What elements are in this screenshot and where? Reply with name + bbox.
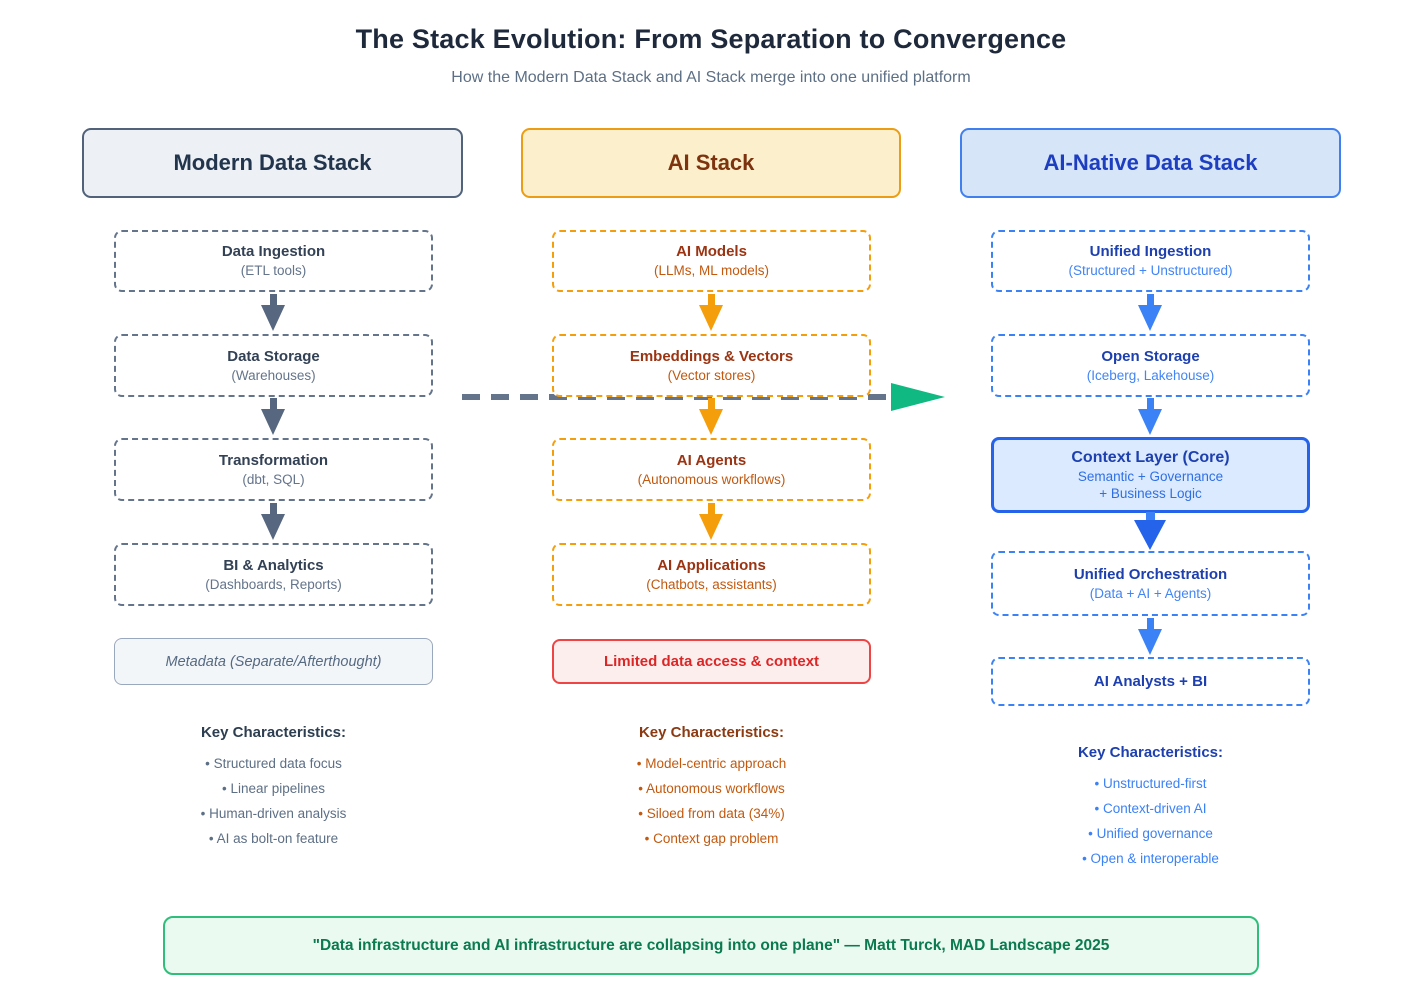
down-arrow-icon [696, 503, 726, 540]
box-subtitle: (Vector stores) [667, 367, 756, 383]
characteristics-title: Key Characteristics: [638, 724, 785, 741]
down-arrow-icon [258, 398, 288, 435]
characteristic-item: • Unified governance [1088, 826, 1213, 841]
box-limited-data-warning: Limited data access & context [552, 639, 871, 684]
box-data-ingestion: Data Ingestion (ETL tools) [114, 230, 433, 292]
header-ai-stack: AI Stack [521, 128, 901, 198]
characteristic-item: • Context-driven AI [1094, 801, 1207, 816]
down-arrow-icon [696, 294, 726, 331]
box-data-storage: Data Storage (Warehouses) [114, 334, 433, 397]
box-subtitle: (Chatbots, assistants) [646, 576, 777, 592]
header-ai-native-data-stack: AI-Native Data Stack [960, 128, 1341, 198]
quote-banner: "Data infrastructure and AI infrastructu… [163, 916, 1259, 975]
box-title: Embeddings & Vectors [629, 347, 794, 365]
characteristic-item: • Open & interoperable [1082, 851, 1219, 866]
convergence-dashed-line [462, 394, 890, 400]
characteristic-item: • Autonomous workflows [638, 781, 785, 796]
characteristic-item: • AI as bolt-on feature [208, 831, 339, 846]
characteristic-item: • Human-driven analysis [200, 806, 347, 821]
page-subtitle: How the Modern Data Stack and AI Stack m… [451, 69, 971, 86]
box-subtitle: (Structured + Unstructured) [1068, 263, 1233, 278]
box-bi-analytics: BI & Analytics (Dashboards, Reports) [114, 543, 433, 606]
characteristic-item: • Unstructured-first [1094, 776, 1207, 791]
box-unified-orchestration: Unified Orchestration (Data + AI + Agent… [991, 551, 1310, 616]
characteristic-item: • Structured data focus [205, 756, 342, 771]
box-title: AI Agents [676, 451, 747, 469]
box-subtitle: Semantic + Governance [1077, 469, 1224, 484]
box-subtitle: (LLMs, ML models) [653, 263, 770, 278]
box-ai-applications: AI Applications (Chatbots, assistants) [552, 543, 871, 606]
box-subtitle: (Warehouses) [231, 367, 316, 383]
box-title: Context Layer (Core) [1071, 449, 1230, 466]
box-subtitle-line2: + Business Logic [1099, 486, 1202, 501]
box-ai-analysts-bi: AI Analysts + BI [991, 657, 1310, 706]
box-subtitle: (Autonomous workflows) [637, 471, 786, 487]
characteristic-item: • Siloed from data (34%) [638, 806, 785, 821]
characteristics-ai-native: Key Characteristics: • Unstructured-firs… [991, 744, 1310, 871]
box-title: AI Models [676, 243, 747, 260]
warning-text: Limited data access & context [603, 652, 820, 670]
box-title: Unified Ingestion [1089, 243, 1212, 260]
convergence-arrowhead-icon [891, 383, 945, 411]
characteristics-modern-data-stack: Key Characteristics: • Structured data f… [114, 724, 433, 851]
down-arrow-icon [696, 398, 726, 435]
box-title: BI & Analytics [223, 556, 324, 574]
box-title: Transformation [218, 451, 329, 469]
box-unified-ingestion: Unified Ingestion (Structured + Unstruct… [991, 230, 1310, 292]
down-arrow-icon [1135, 618, 1165, 655]
box-metadata-note: Metadata (Separate/Afterthought) [114, 638, 433, 685]
box-subtitle: (Iceberg, Lakehouse) [1086, 367, 1215, 383]
box-subtitle: (dbt, SQL) [242, 471, 305, 487]
box-title: Data Storage [227, 347, 320, 365]
note-text: Metadata (Separate/Afterthought) [165, 653, 382, 670]
box-transformation: Transformation (dbt, SQL) [114, 438, 433, 501]
box-ai-models: AI Models (LLMs, ML models) [552, 230, 871, 292]
box-title: Data Ingestion [221, 243, 326, 260]
box-title: AI Applications [657, 556, 766, 574]
characteristics-title: Key Characteristics: [1077, 744, 1224, 761]
characteristic-item: • Model-centric approach [636, 756, 787, 771]
box-title: Unified Orchestration [1073, 565, 1228, 583]
box-subtitle: (Dashboards, Reports) [205, 576, 342, 592]
box-subtitle: (ETL tools) [240, 263, 307, 278]
characteristic-item: • Linear pipelines [221, 781, 326, 796]
box-embeddings-vectors: Embeddings & Vectors (Vector stores) [552, 334, 871, 397]
header-modern-data-stack: Modern Data Stack [82, 128, 463, 198]
down-arrow-icon [1135, 294, 1165, 331]
box-subtitle: (Data + AI + Agents) [1089, 585, 1212, 601]
down-arrow-icon [1135, 398, 1165, 435]
down-arrow-icon [1132, 512, 1168, 550]
box-context-layer-core: Context Layer (Core) Semantic + Governan… [991, 437, 1310, 513]
down-arrow-icon [258, 294, 288, 331]
page-title: The Stack Evolution: From Separation to … [355, 24, 1067, 54]
box-title: Open Storage [1101, 347, 1200, 365]
box-ai-agents: AI Agents (Autonomous workflows) [552, 438, 871, 501]
box-title: AI Analysts + BI [1093, 672, 1208, 690]
characteristic-item: • Context gap problem [644, 831, 779, 846]
box-open-storage: Open Storage (Iceberg, Lakehouse) [991, 334, 1310, 397]
characteristics-title: Key Characteristics: [200, 724, 347, 741]
characteristics-ai-stack: Key Characteristics: • Model-centric app… [552, 724, 871, 851]
down-arrow-icon [258, 503, 288, 540]
